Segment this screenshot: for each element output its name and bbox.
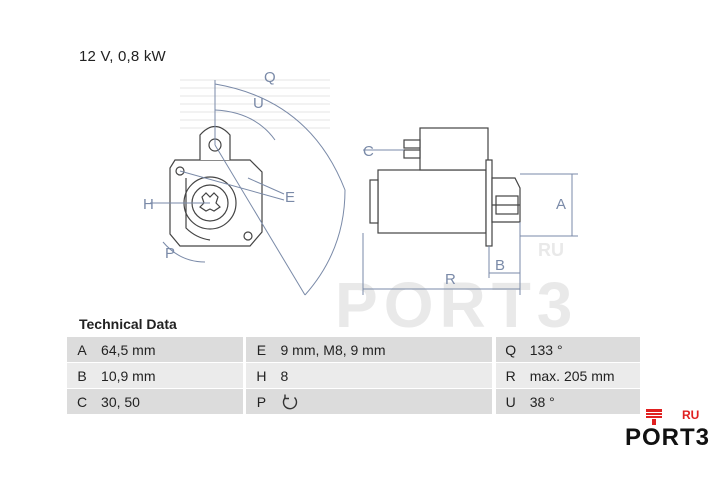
label-h: H bbox=[143, 196, 154, 213]
watermark-ru-text: RU bbox=[538, 240, 564, 260]
table-row: A 64,5 mm E 9 mm, M8, 9 mm Q 133 ° bbox=[67, 337, 640, 363]
spec-key: H bbox=[246, 362, 277, 389]
label-c: C bbox=[363, 143, 374, 160]
label-p: P bbox=[165, 245, 175, 262]
spec-key: A bbox=[67, 337, 98, 363]
label-a: A bbox=[556, 196, 566, 213]
spec-key: U bbox=[495, 388, 526, 415]
front-view-dimensions bbox=[150, 80, 346, 296]
label-u: U bbox=[253, 95, 264, 112]
technical-drawing: Q U H E P C A B R bbox=[143, 69, 578, 296]
spec-key: E bbox=[246, 337, 277, 363]
piston-icon bbox=[646, 409, 662, 425]
spec-key: R bbox=[495, 362, 526, 389]
spec-table: A 64,5 mm E 9 mm, M8, 9 mm Q 133 ° B 10,… bbox=[67, 337, 640, 415]
spec-value: 133 ° bbox=[525, 337, 640, 363]
spec-key: C bbox=[67, 388, 98, 415]
side-view bbox=[369, 127, 521, 247]
watermark-text: PORT3 bbox=[335, 269, 579, 341]
spec-value: 38 ° bbox=[525, 388, 640, 415]
spec-value: 10,9 mm bbox=[97, 362, 243, 389]
spec-key: P bbox=[246, 388, 277, 415]
page-heading: 12 V, 0,8 kW bbox=[79, 48, 166, 65]
section-title: Technical Data bbox=[79, 316, 177, 332]
spec-key: B bbox=[67, 362, 98, 389]
spec-value-rotation bbox=[276, 388, 492, 415]
label-e: E bbox=[285, 189, 295, 206]
spec-key: Q bbox=[495, 337, 526, 363]
table-row: B 10,9 mm H 8 R max. 205 mm bbox=[67, 362, 640, 389]
spec-value: max. 205 mm bbox=[525, 362, 640, 389]
logo-ru: RU bbox=[682, 408, 700, 422]
label-r: R bbox=[445, 271, 456, 288]
table-row: C 30, 50 P U 38 ° bbox=[67, 388, 640, 415]
spec-value: 9 mm, M8, 9 mm bbox=[276, 337, 492, 363]
logo-text: PORT3 bbox=[625, 424, 711, 451]
front-view bbox=[169, 125, 263, 247]
spec-value: 8 bbox=[276, 362, 492, 389]
spec-value: 64,5 mm bbox=[97, 337, 243, 363]
brand-logo: RU PORT3 bbox=[625, 408, 715, 460]
label-q: Q bbox=[264, 69, 276, 86]
spec-value: 30, 50 bbox=[97, 388, 243, 415]
label-b: B bbox=[495, 257, 505, 274]
side-view-dimensions bbox=[362, 149, 578, 295]
rotation-icon bbox=[282, 394, 297, 409]
